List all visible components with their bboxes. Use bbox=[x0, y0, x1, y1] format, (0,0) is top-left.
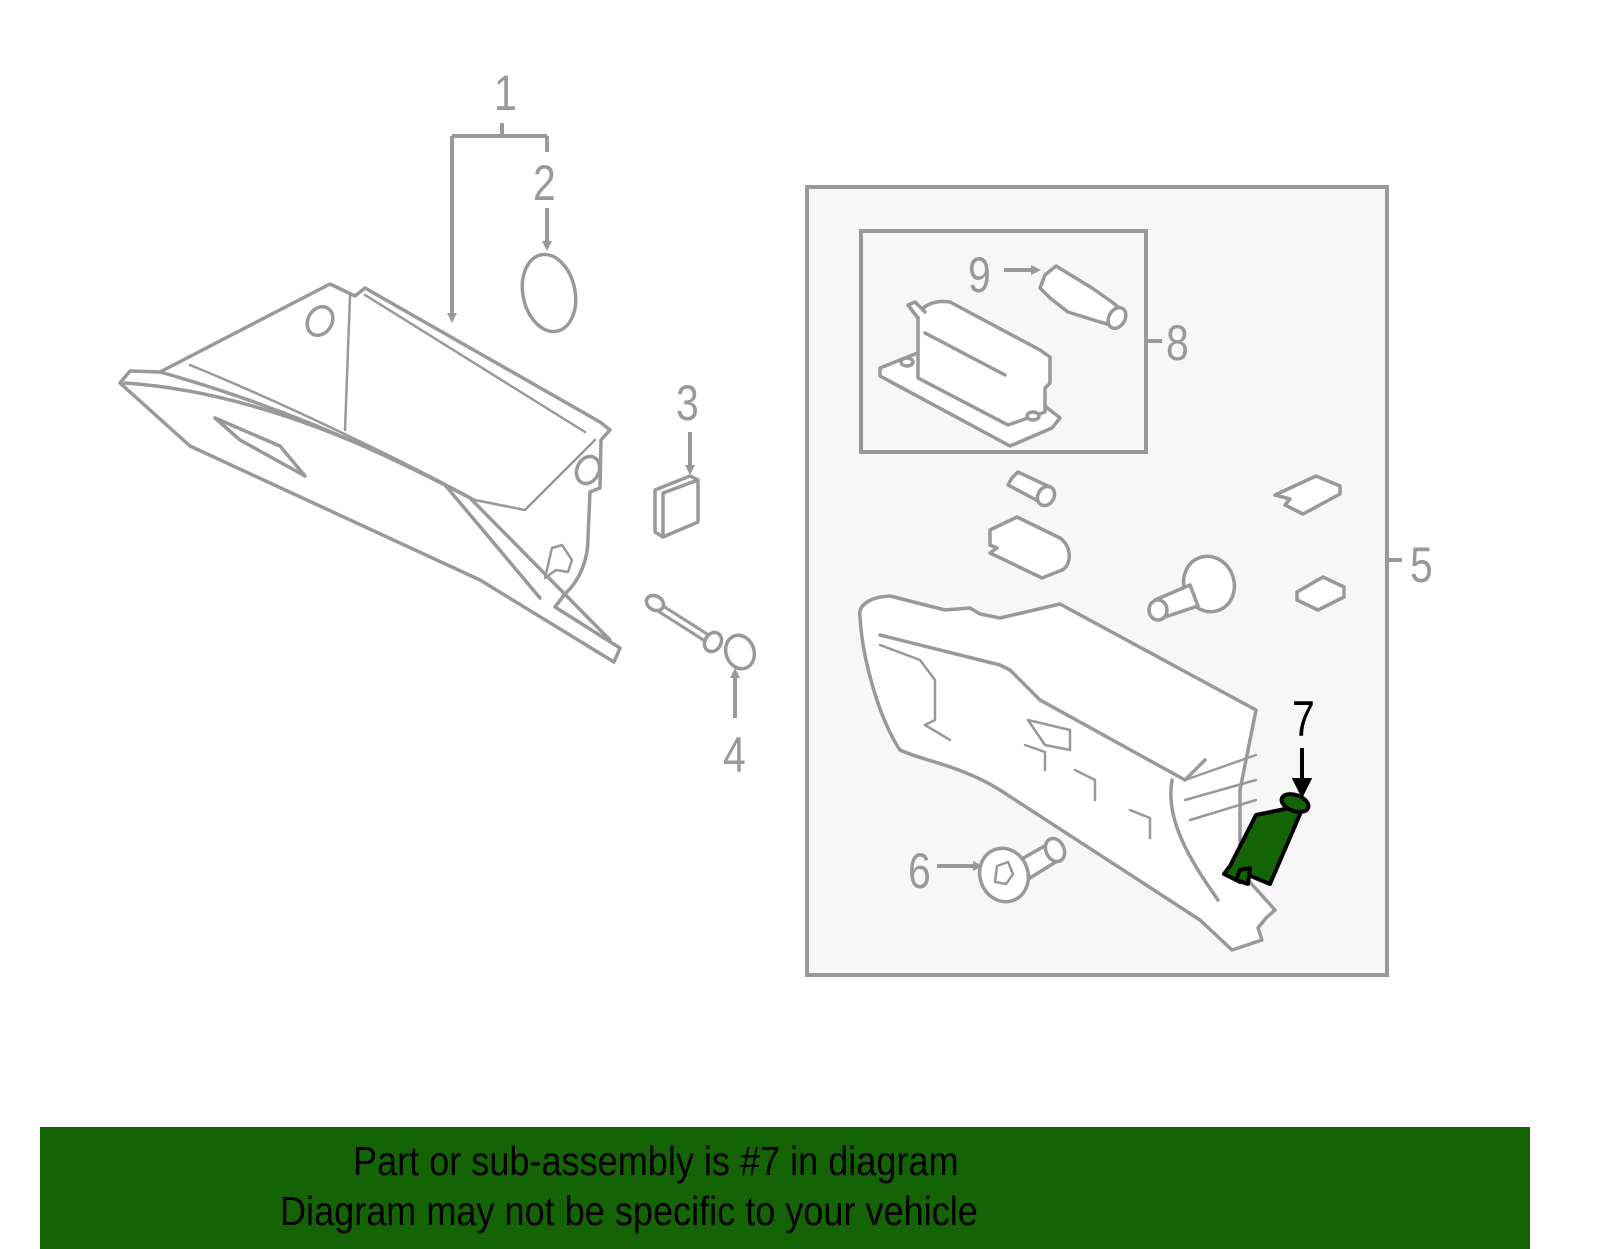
callout-3: 3 bbox=[676, 375, 699, 431]
lamp-housing-part-8 bbox=[878, 299, 1062, 448]
damper-pin-part-4 bbox=[644, 593, 757, 671]
callout-6: 6 bbox=[908, 843, 931, 899]
glove-box-body-part-5 bbox=[858, 594, 1277, 952]
banner-line-disclaimer: Diagram may not be specific to your vehi… bbox=[280, 1188, 978, 1234]
clip bbox=[988, 515, 1071, 580]
parts-diagram: 1 2 3 4 5 6 7 8 9 bbox=[118, 65, 1433, 977]
callout-1: 1 bbox=[494, 65, 517, 121]
banner-line-part-number: Part or sub-assembly is #7 in diagram bbox=[353, 1138, 959, 1184]
callout-7: 7 bbox=[1292, 691, 1315, 747]
damper-part-7-highlighted[interactable] bbox=[1222, 791, 1311, 886]
callout-8: 8 bbox=[1166, 315, 1189, 371]
bulb-part-9 bbox=[1038, 264, 1128, 331]
glove-box-door-part-1 bbox=[118, 282, 622, 664]
callout-4: 4 bbox=[723, 727, 746, 783]
part-info-banner: Part or sub-assembly is #7 in diagram Di… bbox=[40, 1127, 1530, 1249]
flat-pad-upper bbox=[1273, 474, 1342, 516]
callout-9: 9 bbox=[968, 247, 991, 303]
bumper-pad-part-3 bbox=[653, 474, 700, 539]
seal-ring-part-2 bbox=[520, 252, 578, 334]
callout-2: 2 bbox=[533, 155, 556, 211]
flat-pad-lower bbox=[1295, 575, 1346, 612]
screw-upper bbox=[1147, 554, 1237, 622]
callout-5: 5 bbox=[1410, 537, 1433, 593]
diagram-canvas bbox=[118, 123, 1402, 977]
small-cylinder bbox=[1006, 470, 1057, 508]
bolt-part-6 bbox=[977, 836, 1067, 904]
